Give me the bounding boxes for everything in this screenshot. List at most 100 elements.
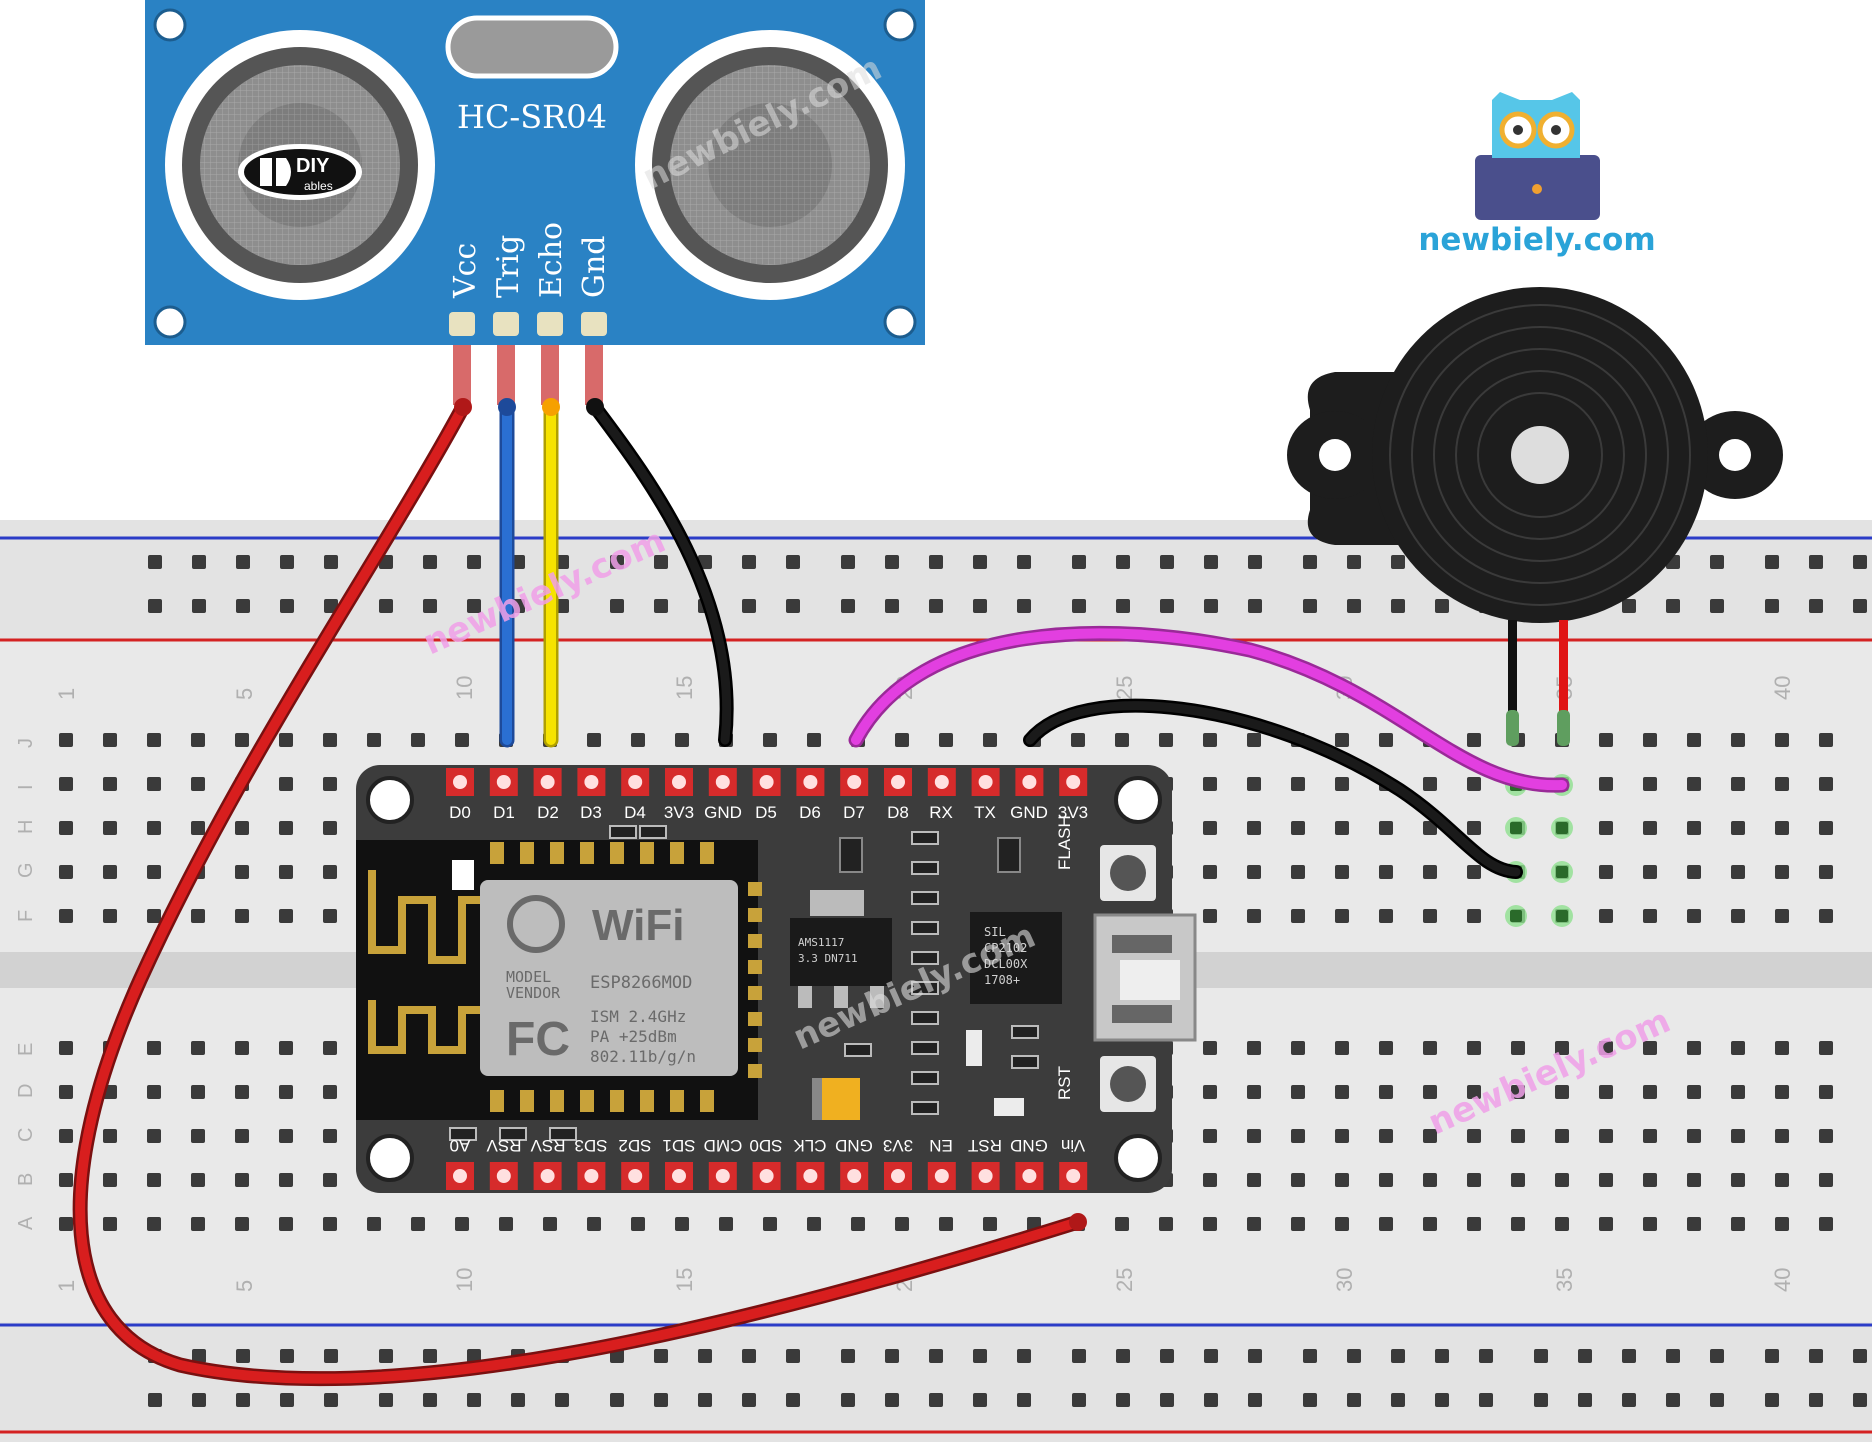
breadboard-hole[interactable]: [1291, 1129, 1305, 1143]
power-rail-hole[interactable]: [1391, 1349, 1405, 1363]
power-rail-hole[interactable]: [555, 1393, 569, 1407]
breadboard-hole[interactable]: [1247, 909, 1261, 923]
breadboard-hole[interactable]: [235, 821, 249, 835]
power-rail-hole[interactable]: [1479, 1349, 1493, 1363]
wire-vcc-to-vin[interactable]: [75, 402, 1083, 1384]
breadboard-hole[interactable]: [1731, 777, 1745, 791]
power-rail-hole[interactable]: [1248, 1393, 1262, 1407]
breadboard-hole[interactable]: [1247, 1041, 1261, 1055]
breadboard-hole[interactable]: [103, 733, 117, 747]
power-rail-hole[interactable]: [236, 599, 250, 613]
breadboard-hole[interactable]: [1159, 1217, 1173, 1231]
breadboard-hole[interactable]: [235, 865, 249, 879]
power-rail-hole[interactable]: [786, 1393, 800, 1407]
power-rail-hole[interactable]: [423, 555, 437, 569]
breadboard-hole[interactable]: [983, 1217, 997, 1231]
breadboard-hole[interactable]: [1379, 1041, 1393, 1055]
breadboard-hole[interactable]: [279, 733, 293, 747]
power-rail-hole[interactable]: [1622, 1393, 1636, 1407]
power-rail-hole[interactable]: [148, 599, 162, 613]
power-rail-hole[interactable]: [236, 555, 250, 569]
breadboard-hole[interactable]: [103, 777, 117, 791]
power-rail-hole[interactable]: [280, 1393, 294, 1407]
power-rail-hole[interactable]: [1248, 1349, 1262, 1363]
power-rail-hole[interactable]: [1710, 1349, 1724, 1363]
breadboard-hole[interactable]: [1819, 1173, 1833, 1187]
breadboard-hole[interactable]: [1687, 1173, 1701, 1187]
power-rail-hole[interactable]: [192, 1349, 206, 1363]
power-rail-hole[interactable]: [1765, 1393, 1779, 1407]
breadboard-hole[interactable]: [1731, 1173, 1745, 1187]
power-rail-hole[interactable]: [1534, 1393, 1548, 1407]
breadboard-hole[interactable]: [1203, 1217, 1217, 1231]
breadboard-hole[interactable]: [147, 821, 161, 835]
breadboard-hole[interactable]: [59, 1217, 73, 1231]
breadboard-hole[interactable]: [147, 1085, 161, 1099]
breadboard-hole[interactable]: [895, 733, 909, 747]
breadboard-hole[interactable]: [59, 909, 73, 923]
breadboard-hole[interactable]: [1511, 1085, 1525, 1099]
breadboard-hole[interactable]: [1775, 777, 1789, 791]
breadboard-hole[interactable]: [1687, 865, 1701, 879]
breadboard-hole[interactable]: [455, 1217, 469, 1231]
breadboard-hole[interactable]: [763, 733, 777, 747]
breadboard-hole[interactable]: [587, 1217, 601, 1231]
breadboard-hole[interactable]: [147, 1173, 161, 1187]
breadboard-hole[interactable]: [147, 1217, 161, 1231]
breadboard-hole[interactable]: [1247, 865, 1261, 879]
breadboard-hole[interactable]: [1775, 821, 1789, 835]
power-rail-hole[interactable]: [1347, 1349, 1361, 1363]
breadboard-hole[interactable]: [1203, 1173, 1217, 1187]
breadboard-hole[interactable]: [103, 909, 117, 923]
breadboard-hole[interactable]: [279, 777, 293, 791]
power-rail-hole[interactable]: [1204, 599, 1218, 613]
sensor-pin-gnd[interactable]: [581, 312, 607, 336]
power-rail-hole[interactable]: [1017, 599, 1031, 613]
power-rail-hole[interactable]: [1765, 1349, 1779, 1363]
breadboard-hole[interactable]: [279, 1217, 293, 1231]
power-rail-hole[interactable]: [1248, 599, 1262, 613]
breadboard-hole[interactable]: [411, 1217, 425, 1231]
sensor-pin-vcc[interactable]: [449, 312, 475, 336]
breadboard-hole[interactable]: [1159, 733, 1173, 747]
power-rail-hole[interactable]: [511, 1393, 525, 1407]
breadboard-hole[interactable]: [1291, 1041, 1305, 1055]
breadboard-hole[interactable]: [1071, 733, 1085, 747]
breadboard-hole[interactable]: [1775, 1041, 1789, 1055]
power-rail-hole[interactable]: [742, 555, 756, 569]
breadboard-hole[interactable]: [719, 1217, 733, 1231]
breadboard-hole[interactable]: [1335, 1129, 1349, 1143]
breadboard-hole[interactable]: [1731, 1129, 1745, 1143]
breadboard-hole[interactable]: [1467, 777, 1481, 791]
breadboard-hole[interactable]: [1731, 1085, 1745, 1099]
power-rail-hole[interactable]: [1072, 599, 1086, 613]
breadboard-hole[interactable]: [1731, 865, 1745, 879]
power-rail-hole[interactable]: [1347, 555, 1361, 569]
power-rail-hole[interactable]: [1710, 1393, 1724, 1407]
breadboard-hole[interactable]: [59, 865, 73, 879]
breadboard-hole[interactable]: [1819, 821, 1833, 835]
breadboard-hole[interactable]: [1115, 733, 1129, 747]
power-rail-hole[interactable]: [1204, 1349, 1218, 1363]
breadboard-hole[interactable]: [323, 821, 337, 835]
wire-gnd-to-buzzer[interactable]: [1025, 701, 1521, 877]
power-rail-hole[interactable]: [786, 555, 800, 569]
breadboard-hole[interactable]: [1775, 1085, 1789, 1099]
power-rail-hole[interactable]: [1072, 1349, 1086, 1363]
breadboard-hole[interactable]: [1467, 733, 1481, 747]
power-rail-hole[interactable]: [1710, 599, 1724, 613]
power-rail-hole[interactable]: [1204, 555, 1218, 569]
power-rail-hole[interactable]: [786, 1349, 800, 1363]
power-rail-hole[interactable]: [1391, 555, 1405, 569]
breadboard-hole[interactable]: [1247, 1217, 1261, 1231]
power-rail-hole[interactable]: [1017, 555, 1031, 569]
power-rail-hole[interactable]: [973, 1349, 987, 1363]
breadboard-hole[interactable]: [1467, 1085, 1481, 1099]
breadboard-hole[interactable]: [1291, 1085, 1305, 1099]
sensor-pin-echo[interactable]: [537, 312, 563, 336]
breadboard-hole[interactable]: [1335, 865, 1349, 879]
sensor-pin-trig[interactable]: [493, 312, 519, 336]
breadboard-hole[interactable]: [1819, 777, 1833, 791]
breadboard-hole[interactable]: [279, 1085, 293, 1099]
breadboard-hole[interactable]: [147, 777, 161, 791]
